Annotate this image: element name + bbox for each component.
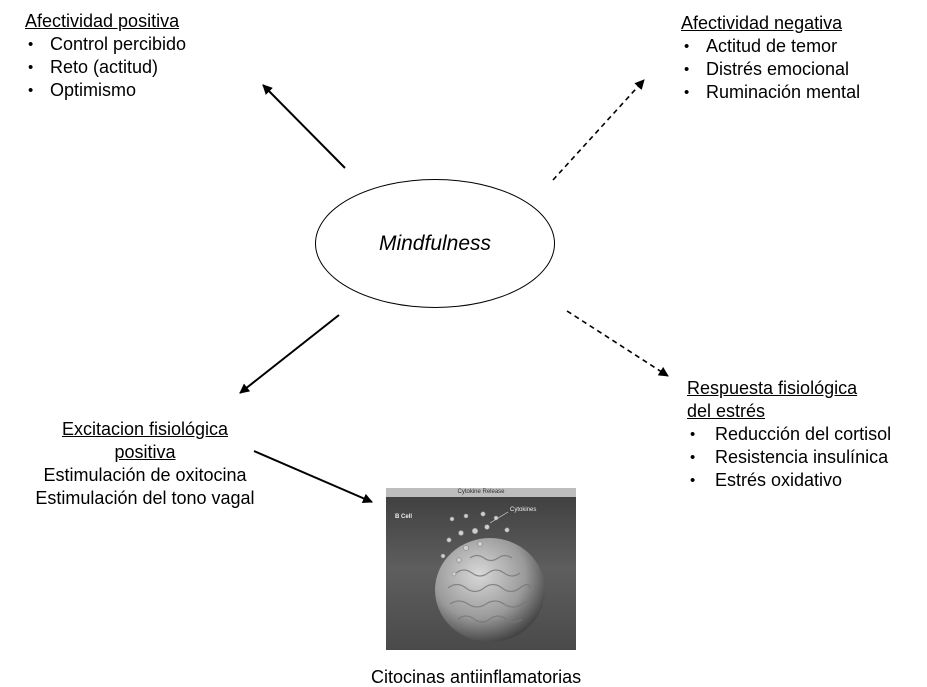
mindfulness-label: Mindfulness — [378, 231, 492, 255]
positive-arousal-title-line1: Excitacion fisiológica — [61, 419, 229, 439]
b-cell-label: B Cell — [395, 514, 413, 520]
list-item: Resistencia insulínica — [687, 446, 891, 469]
list-item: Reto (actitud) — [25, 56, 186, 79]
list-item: Reducción del cortisol — [687, 423, 891, 446]
list-item: Control percibido — [25, 33, 186, 56]
image-caption: Citocinas antiinflamatorias — [371, 667, 582, 687]
negative-affect-block: Afectividad negativa Actitud de temor Di… — [681, 12, 860, 104]
cytokine-release-image: Cytokine Release B Cell Cytokines — [386, 488, 576, 650]
cell-illustration — [386, 488, 576, 650]
negative-affect-list: Actitud de temor Distrés emocional Rumin… — [681, 35, 860, 104]
list-item: Ruminación mental — [681, 81, 860, 104]
arrow-to-negative-affect — [552, 79, 645, 181]
positive-affect-block: Afectividad positiva Control percibido R… — [25, 10, 186, 102]
positive-arousal-title-line2: positiva — [114, 442, 176, 462]
arrow-to-positive-affect — [262, 84, 346, 169]
cytokines-label: Cytokines — [510, 507, 537, 513]
stress-response-block: Respuesta fisiológica del estrés Reducci… — [687, 377, 891, 492]
arrow-to-cytokine-image — [253, 450, 373, 504]
stress-response-title-line2: del estrés — [687, 401, 766, 421]
arrow-to-positive-arousal — [239, 314, 340, 394]
positive-affect-list: Control percibido Reto (actitud) Optimis… — [25, 33, 186, 102]
positive-arousal-block: Excitacion fisiológica positiva Estimula… — [0, 418, 290, 510]
mindfulness-node: Mindfulness — [315, 179, 555, 308]
negative-affect-title: Afectividad negativa — [681, 13, 843, 33]
positive-arousal-line: Estimulación del tono vagal — [35, 488, 255, 508]
image-banner: Cytokine Release — [386, 488, 576, 497]
list-item: Estrés oxidativo — [687, 469, 891, 492]
arrow-to-stress-response — [566, 310, 669, 377]
list-item: Optimismo — [25, 79, 186, 102]
positive-affect-title: Afectividad positiva — [25, 11, 180, 31]
list-item: Distrés emocional — [681, 58, 860, 81]
list-item: Actitud de temor — [681, 35, 860, 58]
positive-arousal-line: Estimulación de oxitocina — [43, 465, 247, 485]
stress-response-list: Reducción del cortisol Resistencia insul… — [687, 423, 891, 492]
stress-response-title-line1: Respuesta fisiológica — [687, 378, 858, 398]
